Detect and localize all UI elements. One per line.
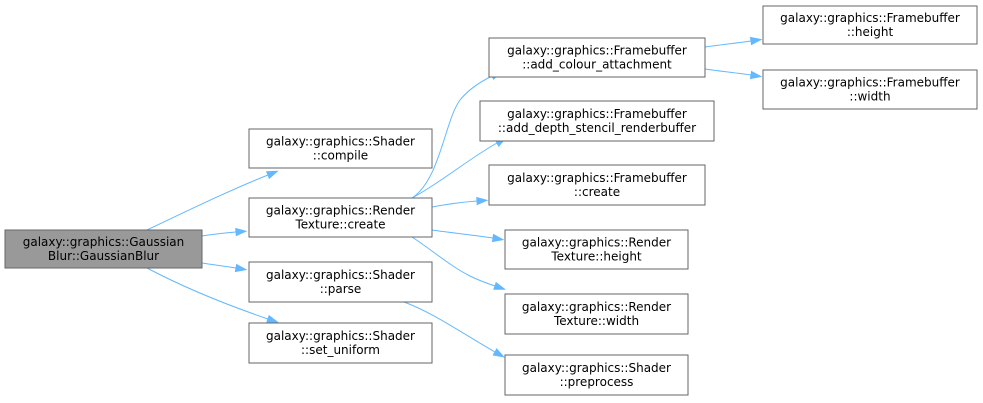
node-box[interactable] xyxy=(762,69,978,110)
node-box[interactable] xyxy=(504,293,689,335)
node-box[interactable] xyxy=(488,37,706,78)
node-label-line: galaxy::graphics::Shader xyxy=(266,135,415,149)
edge-line xyxy=(411,142,498,199)
edge-line xyxy=(411,236,496,287)
node-label-line: Blur::GaussianBlur xyxy=(48,249,159,263)
node-box[interactable] xyxy=(4,229,203,269)
node-box[interactable] xyxy=(488,164,706,206)
arrowhead xyxy=(235,227,248,237)
node-label-line: galaxy::graphics::Framebuffer xyxy=(780,76,960,90)
arrowhead xyxy=(492,348,506,358)
edge-fb_add_colour-to-fb_height xyxy=(704,36,763,48)
edge-sh_parse-to-sh_preprocess xyxy=(403,301,506,358)
node-label-line: galaxy::graphics::Gaussian xyxy=(23,235,185,249)
node-fb_create[interactable]: galaxy::graphics::Framebuffer::create xyxy=(488,164,706,206)
node-box[interactable] xyxy=(248,261,433,303)
node-box[interactable] xyxy=(762,5,978,45)
arrowhead xyxy=(749,36,763,46)
node-label-line: Texture::width xyxy=(553,314,639,328)
edge-line xyxy=(403,301,496,353)
call-edges xyxy=(146,36,763,358)
edge-gb-to-sh_compile xyxy=(146,170,279,231)
node-sh_preprocess[interactable]: galaxy::graphics::Shader::preprocess xyxy=(504,354,689,396)
node-label-line: ::preprocess xyxy=(560,375,634,389)
edge-gb-to-sh_set_uniform xyxy=(146,267,279,323)
arrowhead xyxy=(266,314,279,323)
edge-gb-to-rt_create xyxy=(201,227,248,237)
node-label-line: ::compile xyxy=(313,149,368,163)
arrowhead xyxy=(234,263,248,273)
edge-rt_create-to-rt_width xyxy=(411,236,506,290)
arrowhead xyxy=(265,170,279,180)
node-label-line: ::create xyxy=(574,185,620,199)
edge-line xyxy=(146,174,269,231)
edge-line xyxy=(431,200,478,208)
node-box[interactable] xyxy=(248,128,433,169)
node-box[interactable] xyxy=(248,197,433,238)
edge-rt_create-to-rt_height xyxy=(431,229,505,243)
node-box[interactable] xyxy=(504,354,689,396)
edge-gb-to-sh_parse xyxy=(201,262,248,273)
node-box[interactable] xyxy=(479,100,715,142)
call-nodes: galaxy::graphics::GaussianBlur::Gaussian… xyxy=(4,5,978,396)
node-label-line: galaxy::graphics::Shader xyxy=(266,329,415,343)
node-sh_compile[interactable]: galaxy::graphics::Shader::compile xyxy=(248,128,433,169)
arrowhead xyxy=(476,196,489,206)
node-fb_width[interactable]: galaxy::graphics::Framebuffer::width xyxy=(762,69,978,110)
node-fb_height[interactable]: galaxy::graphics::Framebuffer::height xyxy=(762,5,978,45)
edge-line xyxy=(146,267,269,320)
node-label-line: galaxy::graphics::Framebuffer xyxy=(507,171,687,185)
arrowhead xyxy=(493,281,506,290)
node-label-line: Texture::create xyxy=(294,218,385,232)
node-fb_add_depth[interactable]: galaxy::graphics::Framebuffer::add_depth… xyxy=(479,100,715,142)
node-sh_parse[interactable]: galaxy::graphics::Shader::parse xyxy=(248,261,433,303)
node-label-line: ::add_depth_stencil_renderbuffer xyxy=(498,121,696,135)
node-label-line: ::add_colour_attachment xyxy=(522,58,672,72)
edge-fb_add_colour-to-fb_width xyxy=(704,68,763,80)
edge-line xyxy=(201,262,237,269)
node-label-line: galaxy::graphics::Render xyxy=(522,300,671,314)
edge-line xyxy=(201,231,237,237)
node-sh_set_uniform[interactable]: galaxy::graphics::Shader::set_uniform xyxy=(248,322,433,364)
node-box[interactable] xyxy=(504,229,689,270)
node-gb[interactable]: galaxy::graphics::GaussianBlur::Gaussian… xyxy=(4,229,203,269)
node-box[interactable] xyxy=(248,322,433,364)
node-label-line: galaxy::graphics::Shader xyxy=(266,268,415,282)
node-label-line: galaxy::graphics::Framebuffer xyxy=(507,107,687,121)
edge-line xyxy=(431,229,494,239)
node-label-line: ::set_uniform xyxy=(301,343,380,357)
arrowhead xyxy=(491,233,505,243)
node-label-line: Texture::height xyxy=(550,250,642,264)
node-label-line: ::height xyxy=(847,25,894,39)
node-label-line: galaxy::graphics::Framebuffer xyxy=(780,11,960,25)
edge-rt_create-to-fb_create xyxy=(431,196,489,208)
node-fb_add_colour[interactable]: galaxy::graphics::Framebuffer::add_colou… xyxy=(488,37,706,78)
node-label-line: galaxy::graphics::Render xyxy=(266,204,415,218)
edge-line xyxy=(411,75,493,199)
arrowhead xyxy=(749,70,763,80)
node-label-line: galaxy::graphics::Render xyxy=(522,236,671,250)
node-label-line: ::width xyxy=(849,90,890,104)
node-label-line: galaxy::graphics::Shader xyxy=(522,361,671,375)
node-label-line: galaxy::graphics::Framebuffer xyxy=(507,44,687,58)
edge-line xyxy=(704,40,752,48)
node-label-line: ::parse xyxy=(320,282,362,296)
edge-line xyxy=(704,68,752,76)
